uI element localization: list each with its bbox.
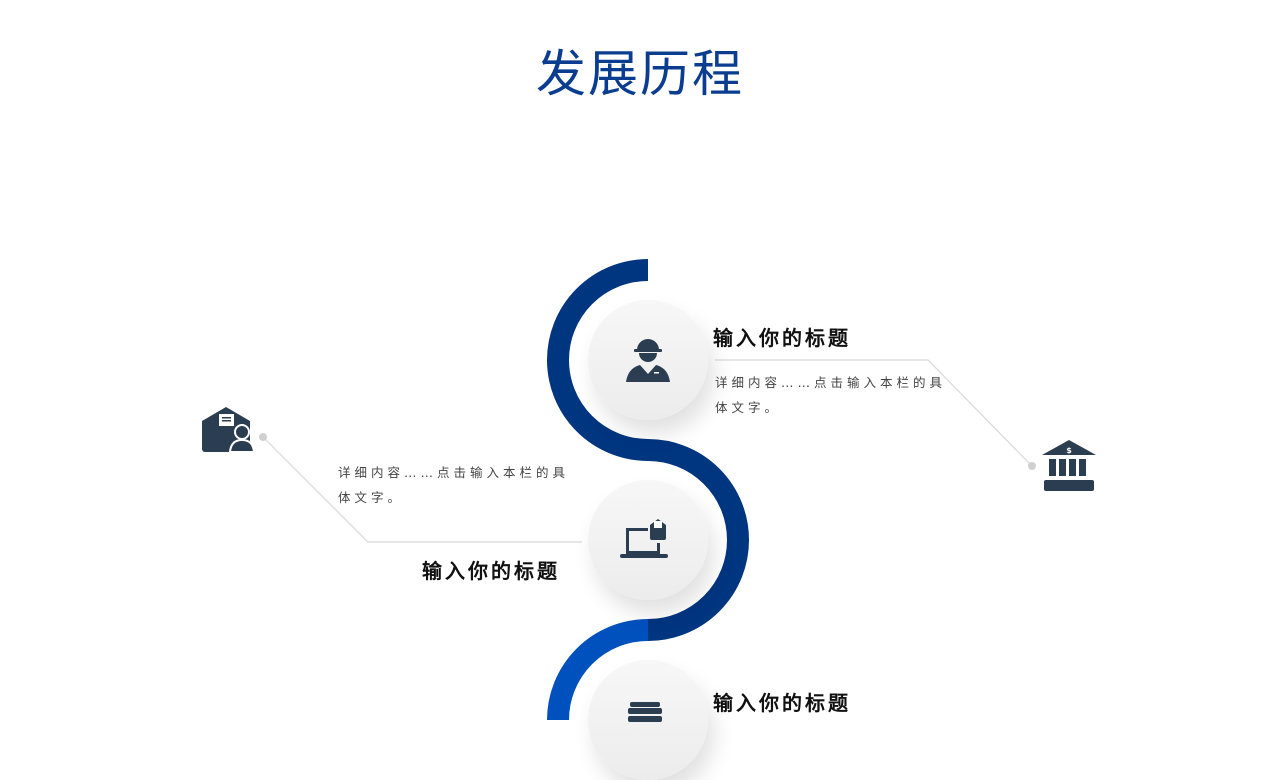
page-title: 发展历程 xyxy=(536,45,744,103)
timeline-path xyxy=(259,259,1036,720)
worker-icon xyxy=(626,339,670,382)
item-1-title: 输入你的标题 xyxy=(713,326,851,350)
books-icon xyxy=(628,702,662,722)
item-2-title: 输入你的标题 xyxy=(422,559,560,583)
bank-icon: $ xyxy=(1042,440,1096,491)
arc-2 xyxy=(647,439,749,641)
item-1-desc: 详细内容……点击输入本栏的具体文字。 xyxy=(715,375,947,415)
timeline-node-3 xyxy=(588,660,708,780)
bank-symbol: $ xyxy=(1066,446,1072,455)
timeline-node-1 xyxy=(588,300,708,420)
arc-1 xyxy=(547,259,649,461)
connector-line-right xyxy=(715,359,1033,467)
connector-dot-right xyxy=(1028,462,1036,470)
laptop-mail-icon xyxy=(620,519,668,558)
connector-line-left xyxy=(262,436,582,543)
timeline-node-2 xyxy=(588,480,708,600)
item-2-desc: 详细内容……点击输入本栏的具体文字。 xyxy=(338,465,570,505)
item-3-title: 输入你的标题 xyxy=(713,691,851,715)
connector-dot-left xyxy=(259,433,267,441)
arc-3 xyxy=(547,619,649,720)
mail-user-icon xyxy=(202,407,256,453)
